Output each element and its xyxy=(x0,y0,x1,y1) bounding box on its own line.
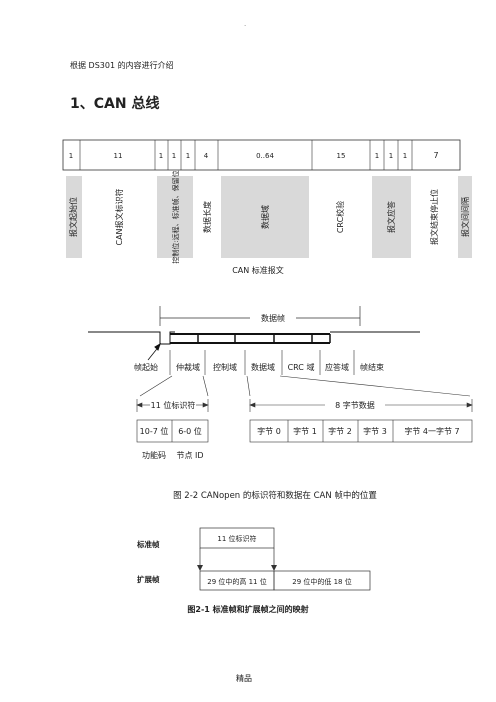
frame-mapping-figure: 标准帧 扩展帧 11 位标识符 29 位中的高 11 位 29 位中的低 18 … xyxy=(136,527,371,614)
field-separators xyxy=(169,350,355,375)
shade-data xyxy=(221,176,309,258)
page-footer: 精品 xyxy=(236,674,252,683)
fig2-caption: 图 2-2 CANopen 的标识符和数据在 CAN 帧中的位置 xyxy=(173,490,377,501)
bit-count-row xyxy=(62,139,461,171)
field-label-5: CRC校验 xyxy=(335,201,345,233)
mapping-arrows xyxy=(197,565,277,571)
frame-waveform xyxy=(88,331,420,345)
frame-field-3: 数据域 xyxy=(251,362,275,372)
bit-count-1: 11 xyxy=(114,152,123,160)
field-label-2: 控制位:远程、标准帧、保留位 xyxy=(171,170,180,263)
bit-count-10: 1 xyxy=(403,152,407,160)
bit-count-6: 0..64 xyxy=(256,152,274,160)
data-title: 8 字节数据 xyxy=(335,400,375,410)
frame-field-labels: 帧起始 仲裁域 控制域 数据域 CRC 域 应答域 帧结束 xyxy=(134,362,384,372)
fig3-caption: 图2-1 标准帧和扩展帧之间的映射 xyxy=(187,604,308,614)
frame-field-0: 帧起始 xyxy=(134,362,158,372)
bit-count-4: 1 xyxy=(186,152,190,160)
byte-table-text: 字节 0 字节 1 字节 2 字节 3 字节 4一字节 7 xyxy=(257,426,459,436)
byte-4-7: 字节 4一字节 7 xyxy=(404,426,459,436)
frame-field-1: 仲裁域 xyxy=(176,362,200,372)
frame-field-5: 应答域 xyxy=(325,362,349,372)
field-label-0: 报文起始位 xyxy=(68,197,78,237)
bit-row-dividers xyxy=(79,140,413,170)
bit-count-3: 1 xyxy=(172,152,176,160)
id-table-text: 10-7 位 6-0 位 功能码 节点 ID xyxy=(140,426,204,460)
mapping-boxes xyxy=(199,527,371,591)
bit-count-7: 15 xyxy=(337,152,346,160)
byte-0: 字节 0 xyxy=(257,426,281,436)
field-label-7: 报文结束停止位 xyxy=(429,189,439,245)
section-heading: 1、CAN 总线 xyxy=(70,96,160,112)
bit-count-2: 1 xyxy=(159,152,163,160)
field-labels: 报文起始位 CAN报文标识符 控制位:远程、标准帧、保留位 数据长度 数据域 C… xyxy=(68,170,470,263)
fig1-caption: CAN 标准报文 xyxy=(232,265,284,275)
id-cell-1: 6-0 位 xyxy=(178,426,202,436)
frame-field-6: 帧结束 xyxy=(360,362,384,372)
field-shades xyxy=(66,176,472,258)
std-frame-label: 标准帧 xyxy=(136,539,160,549)
std-id-box xyxy=(199,527,275,549)
shade-control xyxy=(157,176,193,258)
intro-text: 根据 DS301 的内容进行介绍 xyxy=(70,61,174,70)
id-name-0: 功能码 xyxy=(142,450,166,460)
fanout-lines xyxy=(139,375,471,397)
ext-box1-text: 29 位中的高 11 位 xyxy=(207,577,267,586)
std-box-text: 11 位标识符 xyxy=(217,534,256,543)
canopen-frame-figure: 数据帧 帧起始 仲裁域 控制域 数据域 CRC 域 应答域 帧结束 xyxy=(88,306,473,501)
frame-field-4: CRC 域 xyxy=(288,362,315,372)
id-table xyxy=(136,419,209,443)
shade-ack xyxy=(372,176,411,258)
can-standard-frame-figure: 1 11 1 1 1 4 0..64 15 1 1 1 7 报文起始位 CAN报… xyxy=(62,139,472,275)
field-label-8: 报文间间隔 xyxy=(460,197,470,237)
ext-box2-text: 29 位中的低 18 位 xyxy=(292,577,352,586)
bit-count-9: 1 xyxy=(389,152,393,160)
ext-frame-label: 扩展帧 xyxy=(137,574,160,584)
byte-3: 字节 3 xyxy=(363,426,387,436)
data-bracket xyxy=(249,399,473,412)
byte-table xyxy=(249,419,473,443)
mapping-box-text: 11 位标识符 29 位中的高 11 位 29 位中的低 18 位 xyxy=(207,534,352,586)
frame-bracket xyxy=(159,306,361,326)
bit-count-11: 7 xyxy=(433,151,438,160)
byte-2: 字节 2 xyxy=(328,426,352,436)
bit-count-labels: 1 11 1 1 1 4 0..64 15 1 1 1 7 xyxy=(69,151,439,160)
field-label-3: 数据长度 xyxy=(202,201,212,233)
id-cell-0: 10-7 位 xyxy=(140,426,169,436)
ext-low-box xyxy=(273,570,371,591)
field-label-6: 报文应答 xyxy=(386,201,396,233)
bit-count-0: 1 xyxy=(69,152,73,160)
top-dot: . xyxy=(244,20,247,28)
bit-count-5: 4 xyxy=(204,152,209,160)
bit-count-8: 1 xyxy=(375,152,379,160)
id-title: 11 位标识符 xyxy=(151,400,196,410)
byte-1: 字节 1 xyxy=(293,426,317,436)
id-bracket xyxy=(136,399,209,412)
frame-field-2: 控制域 xyxy=(213,362,237,372)
frame-title: 数据帧 xyxy=(261,313,285,323)
id-name-1: 节点 ID xyxy=(176,451,203,460)
shade-sof xyxy=(66,176,82,258)
frame-start-arrow xyxy=(147,342,161,361)
field-label-4: 数据域 xyxy=(260,205,270,229)
field-label-1: CAN报文标识符 xyxy=(114,188,124,245)
shade-ifs xyxy=(458,176,472,258)
